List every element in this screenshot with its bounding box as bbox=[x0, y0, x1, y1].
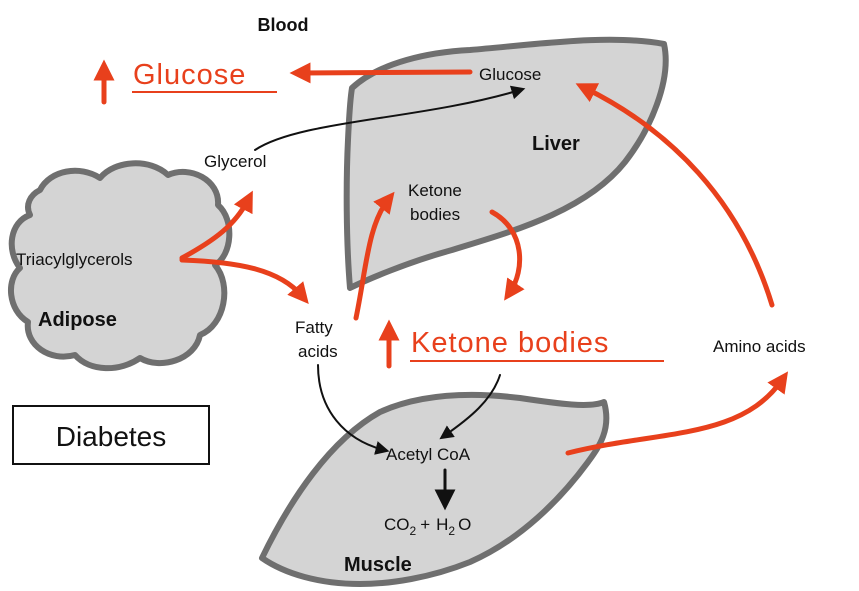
blood-glucose-label: Glucose bbox=[133, 59, 246, 91]
adipose-title: Adipose bbox=[38, 309, 117, 331]
glycerol-label: Glycerol bbox=[204, 152, 266, 171]
triacylglycerols-label: Triacylglycerols bbox=[16, 250, 133, 269]
co2-subscript: 2 bbox=[410, 524, 417, 538]
co2-text: CO bbox=[384, 515, 410, 534]
liver-to-blood-glucose-arrow bbox=[300, 72, 470, 73]
blood-ketone-bodies-label: Ketone bodies bbox=[411, 327, 609, 359]
muscle-title: Muscle bbox=[344, 554, 412, 576]
muscle-organ bbox=[262, 395, 606, 584]
liver-ketone-line1: Ketone bbox=[408, 181, 462, 200]
acetyl-coa-label: Acetyl CoA bbox=[386, 445, 471, 464]
fatty-acids-line2: acids bbox=[298, 342, 338, 361]
blood-label: Blood bbox=[258, 15, 309, 35]
diabetes-label: Diabetes bbox=[56, 421, 167, 452]
liver-glucose-label: Glucose bbox=[479, 65, 541, 84]
liver-title: Liver bbox=[532, 133, 580, 155]
fatty-acids-line1: Fatty bbox=[295, 318, 333, 337]
h2o-h: H bbox=[436, 515, 448, 534]
plus-sign: + bbox=[420, 515, 430, 534]
h2o-subscript: 2 bbox=[448, 524, 455, 538]
h2o-o: O bbox=[458, 515, 471, 534]
amino-acids-label: Amino acids bbox=[713, 337, 806, 356]
liver-ketone-line2: bodies bbox=[410, 205, 460, 224]
